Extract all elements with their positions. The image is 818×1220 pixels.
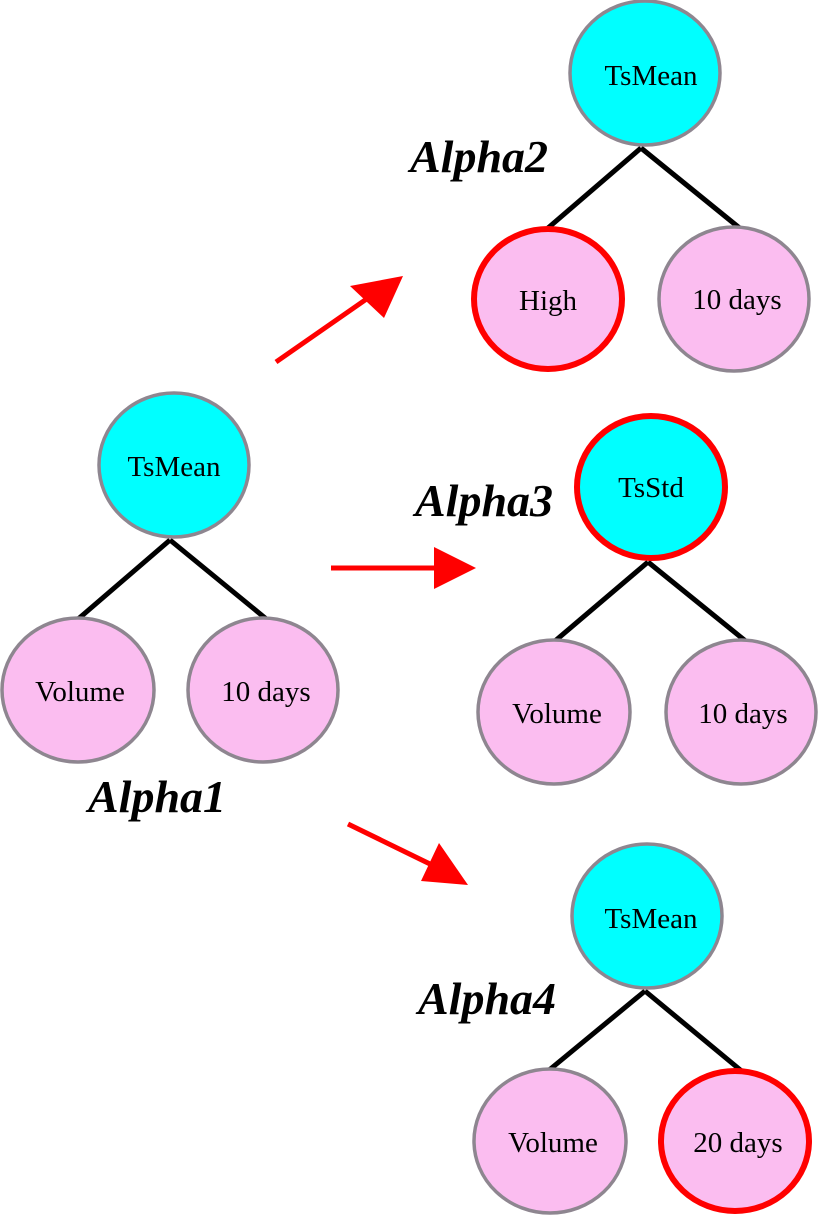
alpha3-title: Alpha3 [412, 475, 553, 526]
alpha2-title: Alpha2 [407, 131, 548, 182]
alpha1-left-node [0, 616, 156, 764]
alpha1-left-label: Volume [35, 676, 125, 708]
tree-alpha3: TsStd Volume 10 days Alpha3 [412, 413, 818, 786]
arrowhead-icon [421, 843, 468, 885]
alpha1-right-label: 10 days [221, 676, 310, 708]
alpha1-right-node [186, 616, 340, 764]
alpha3-root-node-highlighted [574, 413, 728, 561]
alpha3-left-node [476, 638, 632, 786]
alpha3-root-label: TsStd [618, 472, 684, 504]
alpha3-right-label: 10 days [698, 698, 787, 730]
alpha1-title: Alpha1 [85, 771, 226, 822]
alpha2-root-node [568, 0, 722, 147]
alpha2-root-label: TsMean [604, 60, 698, 92]
arrow-shaft [274, 295, 370, 365]
edge-alpha1-left [75, 538, 172, 622]
alpha1-root-node [97, 391, 251, 539]
alpha2-left-node-highlighted [471, 226, 625, 372]
alpha2-left-label: High [519, 285, 578, 317]
alpha4-root-node [570, 842, 724, 990]
alpha4-right-label: 20 days [693, 1127, 782, 1159]
edge-alpha2-left [546, 146, 643, 230]
tree-alpha4: TsMean Volume 20 days Alpha4 [415, 842, 812, 1215]
alpha3-right-node [664, 638, 818, 786]
arrowhead-icon [434, 547, 476, 589]
edge-alpha4-right [643, 989, 746, 1075]
alpha4-title: Alpha4 [415, 973, 556, 1024]
alpha4-left-label: Volume [508, 1127, 598, 1159]
tree-alpha2: TsMean High 10 days Alpha2 [407, 0, 811, 373]
alpha1-root-label: TsMean [127, 451, 221, 483]
edge-alpha3-left [553, 560, 650, 643]
alpha2-right-node [657, 225, 811, 373]
alpha4-left-node [472, 1067, 628, 1215]
alpha4-root-label: TsMean [604, 903, 698, 935]
arrowhead-icon [350, 276, 403, 318]
edge-alpha1-right [168, 538, 272, 624]
edge-alpha2-right [639, 146, 744, 232]
edge-alpha4-left [546, 989, 647, 1073]
tree-alpha1: TsMean Volume 10 days Alpha1 [0, 391, 340, 822]
arrow-shaft [346, 821, 432, 867]
edge-alpha3-right [646, 560, 750, 645]
alpha3-left-label: Volume [512, 698, 602, 730]
alpha4-right-node-highlighted [658, 1068, 812, 1214]
arrow-alpha1-to-alpha3 [331, 547, 476, 589]
arrow-alpha1-to-alpha2 [274, 276, 403, 365]
alpha2-right-label: 10 days [692, 284, 781, 316]
arrow-alpha1-to-alpha4 [346, 821, 468, 885]
